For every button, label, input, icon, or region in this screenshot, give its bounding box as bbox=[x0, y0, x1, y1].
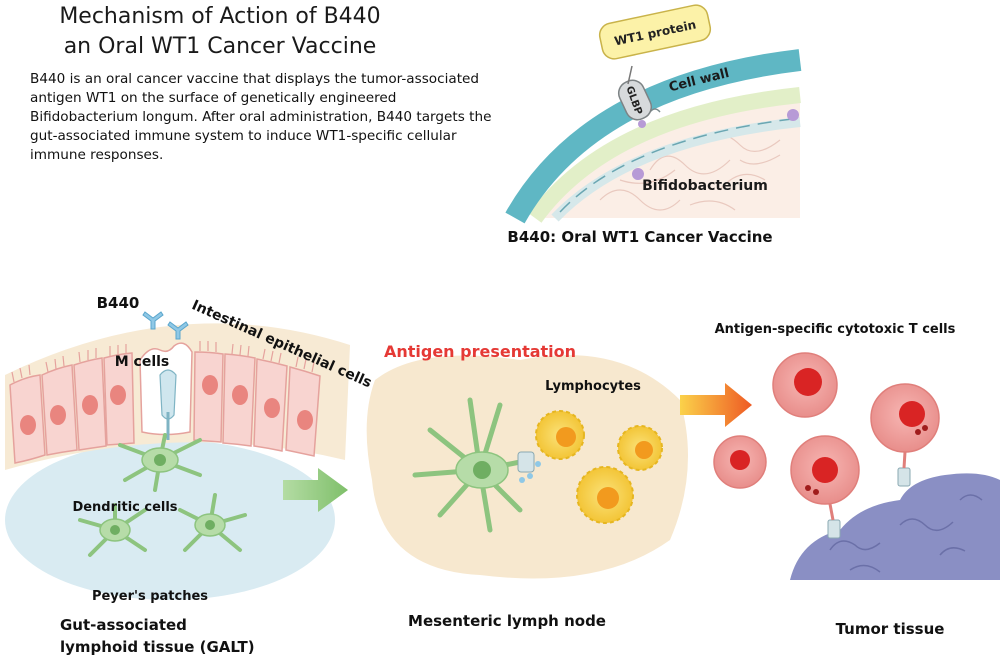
galt-panel: B440 Intestinal epithelial cells M cells… bbox=[5, 294, 374, 656]
dendritic-cell-right bbox=[178, 493, 247, 552]
description-text: B440 is an oral cancer vaccine that disp… bbox=[30, 71, 492, 163]
bacterium-panel: GLBP WT1 protein Cell wall Bifidobacteri… bbox=[505, 4, 802, 246]
lymphocyte-1 bbox=[535, 410, 585, 460]
page-title: Mechanism of Action of B440 an Oral WT1 … bbox=[20, 2, 420, 62]
title-line-1: Mechanism of Action of B440 bbox=[59, 4, 381, 29]
lymph-node-caption: Mesenteric lymph node bbox=[408, 612, 606, 630]
arrow-galt-to-lymph-node bbox=[283, 468, 348, 512]
epithelial-nuclei bbox=[20, 375, 313, 435]
mhc-receptor bbox=[517, 451, 535, 473]
ctl-cell-2 bbox=[713, 435, 767, 489]
peptidoglycan-layer bbox=[528, 87, 801, 223]
lymph-node-panel: Antigen presentation Lymphocytes Mesente… bbox=[366, 342, 688, 630]
arrow-lymph-node-to-tumor bbox=[680, 383, 752, 427]
microvilli bbox=[11, 341, 315, 383]
molecule-stars bbox=[632, 109, 799, 180]
dendritic-cell-top bbox=[118, 433, 202, 492]
title-line-2: an Oral WT1 Cancer Vaccine bbox=[63, 34, 377, 59]
ctl-cell-1 bbox=[772, 352, 838, 418]
m-cell-pocket bbox=[159, 369, 177, 420]
dendritic-cell-left bbox=[78, 503, 147, 557]
b440-label: B440 bbox=[97, 294, 140, 312]
cell-wall-band bbox=[505, 49, 802, 224]
antigen-presentation-label: Antigen presentation bbox=[384, 342, 576, 361]
tumor-panel: Antigen-specific cytotoxic T cells Tumor… bbox=[713, 322, 1000, 638]
lymphocyte-3 bbox=[576, 466, 634, 524]
inner-membrane-dash bbox=[559, 117, 801, 213]
galt-caption-line1: Gut-associated bbox=[60, 616, 187, 634]
tcr-receptors bbox=[827, 467, 911, 539]
peyers-patches-label: Peyer's patches bbox=[92, 589, 208, 604]
tumor-tissue bbox=[790, 473, 1000, 580]
antigen-molecules bbox=[519, 461, 541, 483]
ctl-cell-3 bbox=[790, 435, 860, 505]
ctl-label: Antigen-specific cytotoxic T cells bbox=[715, 322, 956, 337]
peyers-patch-region bbox=[5, 440, 335, 600]
m-cells-label: M cells bbox=[115, 354, 170, 370]
dendritic-cell-right-nucleus bbox=[205, 520, 215, 530]
dendritic-cell-mln-nucleus bbox=[473, 461, 491, 479]
b440-bacteria bbox=[142, 311, 189, 340]
bifidobacterium-label: Bifidobacterium bbox=[642, 178, 768, 194]
lymphocytes-label: Lymphocytes bbox=[545, 379, 641, 394]
inner-membrane bbox=[551, 117, 801, 222]
dendritic-cell-top-nucleus bbox=[154, 454, 166, 466]
bacterium-caption: B440: Oral WT1 Cancer Vaccine bbox=[507, 228, 772, 246]
wt1-protein-box bbox=[598, 4, 712, 60]
dendritic-cells-label: Dendritic cells bbox=[72, 500, 177, 515]
cytoplasm-texture bbox=[599, 133, 781, 211]
dendritic-cell-mln bbox=[412, 397, 533, 533]
lymphocyte-2 bbox=[617, 425, 663, 471]
glbp-protein bbox=[617, 79, 653, 121]
tcr-stalk-1 bbox=[902, 451, 907, 469]
galt-caption-line2: lymphoid tissue (GALT) bbox=[60, 638, 255, 656]
ctl-cell-4 bbox=[870, 383, 940, 453]
tumor-caption: Tumor tissue bbox=[836, 620, 945, 638]
tumor-texture bbox=[829, 494, 983, 573]
dendritic-cell-left-nucleus bbox=[110, 525, 120, 535]
wt1-linker bbox=[627, 65, 633, 85]
tcr-stalk-2 bbox=[828, 503, 835, 521]
